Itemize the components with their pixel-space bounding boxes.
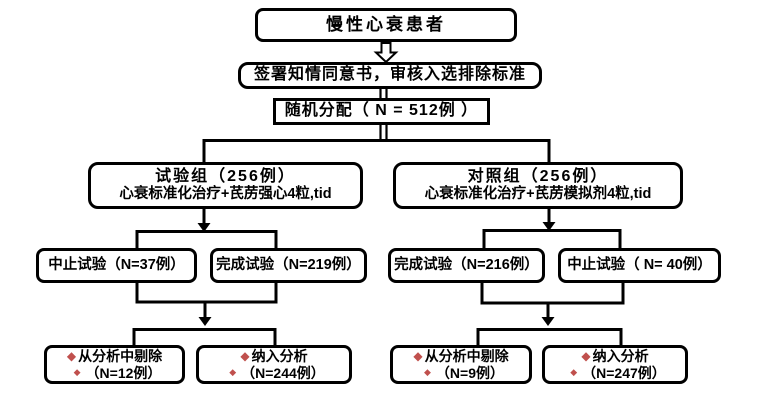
control-excluded-label: 从分析中剔除 bbox=[424, 347, 509, 364]
trial-group-treatment: 心衰标准化治疗+芪苈强心4粒,tid bbox=[119, 186, 332, 203]
split-connector bbox=[476, 328, 623, 345]
control-analyzed-count: （N=247例） bbox=[582, 364, 666, 381]
node-patients-label: 慢性心衰患者 bbox=[326, 14, 446, 34]
arrow-down bbox=[542, 209, 556, 231]
split-connector bbox=[132, 328, 277, 345]
trial-completed-label: 完成试验（N=219例） bbox=[216, 256, 361, 273]
control-group-treatment: 心衰标准化治疗+芪苈模拟剂4粒,tid bbox=[424, 186, 652, 203]
split-connector bbox=[482, 229, 622, 248]
node-trial-excluded: ◆从分析中剔除 ◆（N=12例） bbox=[44, 345, 185, 384]
trial-excluded-label: 从分析中剔除 bbox=[78, 347, 163, 364]
diamond-bullet-icon: ◆ bbox=[73, 367, 81, 378]
diamond-bullet-icon: ◆ bbox=[229, 367, 237, 378]
trial-discontinued-label: 中止试验（N=37例） bbox=[48, 256, 185, 273]
diamond-bullet-icon: ◆ bbox=[581, 349, 591, 364]
node-trial-group: 试验组（256例） 心衰标准化治疗+芪苈强心4粒,tid bbox=[88, 162, 363, 209]
node-consent-label: 签署知情同意书，审核入选排除标准 bbox=[253, 66, 526, 84]
double-line-connector bbox=[379, 125, 388, 141]
trial-analyzed-count: （N=244例） bbox=[241, 364, 325, 381]
double-line-connector bbox=[379, 89, 388, 98]
node-randomize: 随机分配（ N = 512例 ） bbox=[273, 98, 490, 125]
node-trial-analyzed: ◆纳入分析 ◆（N=244例） bbox=[196, 345, 352, 384]
split-connector bbox=[135, 230, 278, 248]
node-control-completed: 完成试验（N=216例） bbox=[388, 248, 545, 283]
merge-connector bbox=[135, 283, 278, 304]
merge-connector bbox=[480, 283, 625, 305]
node-control-group: 对照组（256例） 心衰标准化治疗+芪苈模拟剂4粒,tid bbox=[393, 162, 683, 209]
control-discontinued-label: 中止试验（ N= 40例） bbox=[567, 256, 712, 273]
node-control-discontinued: 中止试验（ N= 40例） bbox=[558, 248, 721, 283]
diamond-bullet-icon: ◆ bbox=[413, 349, 423, 364]
arrow-down bbox=[198, 302, 212, 326]
node-control-analyzed: ◆纳入分析 ◆（N=247例） bbox=[542, 345, 688, 384]
control-completed-label: 完成试验（N=216例） bbox=[394, 256, 539, 273]
diamond-bullet-icon: ◆ bbox=[240, 349, 250, 364]
arrow-down bbox=[541, 303, 555, 326]
control-group-title: 对照组（256例） bbox=[467, 167, 609, 185]
node-randomize-label: 随机分配（ N = 512例 ） bbox=[284, 102, 479, 120]
node-control-excluded: ◆从分析中剔除 ◆（N=9例） bbox=[390, 345, 532, 384]
node-trial-discontinued: 中止试验（N=37例） bbox=[36, 248, 197, 283]
hollow-arrow-down-icon bbox=[373, 42, 399, 64]
node-patients: 慢性心衰患者 bbox=[255, 8, 517, 42]
trial-excluded-count: （N=12例） bbox=[85, 364, 162, 381]
arrow-down bbox=[197, 209, 211, 232]
control-analyzed-label: 纳入分析 bbox=[592, 347, 649, 364]
diamond-bullet-icon: ◆ bbox=[570, 367, 578, 378]
trial-analyzed-label: 纳入分析 bbox=[251, 347, 308, 364]
diamond-bullet-icon: ◆ bbox=[66, 349, 77, 364]
node-trial-completed: 完成试验（N=219例） bbox=[210, 248, 367, 283]
diamond-bullet-icon: ◆ bbox=[424, 367, 431, 378]
control-excluded-count: （N=9例） bbox=[435, 364, 504, 381]
node-consent: 签署知情同意书，审核入选排除标准 bbox=[238, 62, 542, 89]
split-connector bbox=[202, 139, 551, 162]
trial-group-title: 试验组（256例） bbox=[155, 167, 296, 185]
